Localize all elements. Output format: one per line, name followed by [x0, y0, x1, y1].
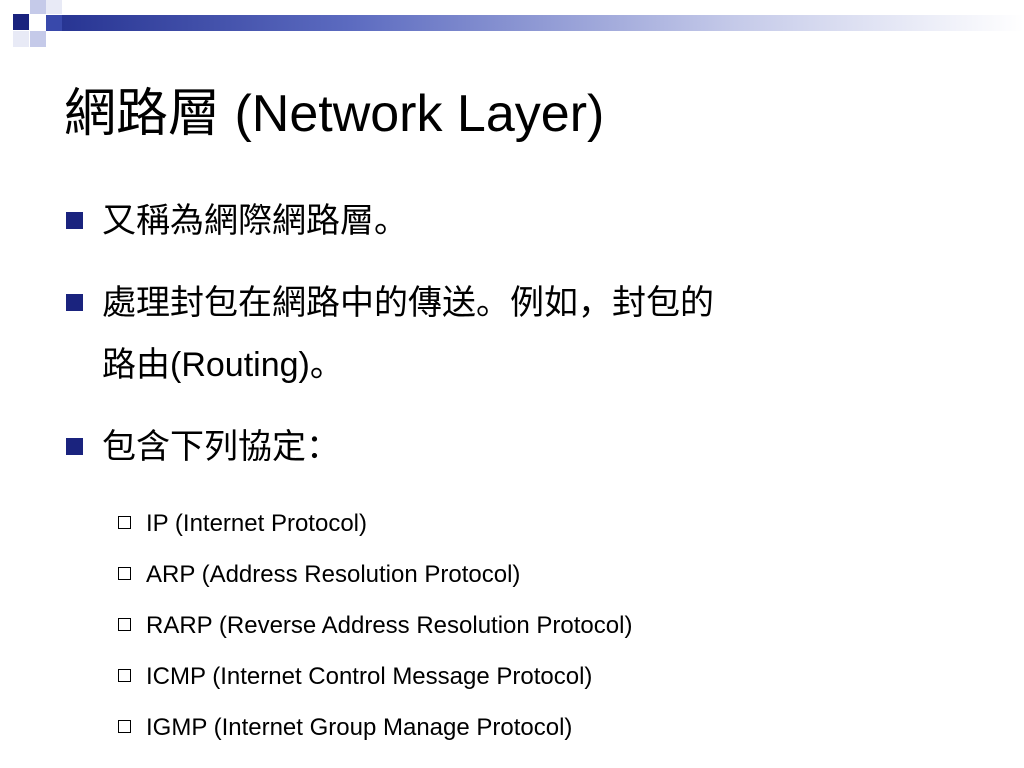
- protocol-label: RARP (Reverse Address Resolution Protoco…: [146, 612, 633, 639]
- decorative-square: [13, 14, 29, 30]
- hollow-square-bullet-icon: [118, 669, 131, 682]
- filled-square-bullet-icon: [66, 294, 83, 311]
- decorative-square: [46, 15, 62, 31]
- decorative-square: [30, 0, 46, 14]
- filled-square-bullet-icon: [66, 212, 83, 229]
- protocol-item-icmp: ICMP (Internet Control Message Protocol): [118, 651, 632, 702]
- protocol-label: IGMP (Internet Group Manage Protocol): [146, 714, 573, 741]
- header-decoration: [0, 0, 1024, 48]
- slide-title: 網路層 (Network Layer): [64, 78, 604, 150]
- bullet-item: 又稱為網際網路層。: [64, 190, 964, 252]
- protocol-label: ARP (Address Resolution Protocol): [146, 561, 521, 588]
- header-gradient-bar: [62, 15, 1024, 31]
- decorative-square: [13, 31, 29, 47]
- bullet-text-routing-latin: (Routing): [170, 346, 310, 384]
- hollow-square-bullet-icon: [118, 567, 131, 580]
- protocol-item-arp: ARP (Address Resolution Protocol): [118, 549, 632, 600]
- protocol-item-ip: IP (Internet Protocol): [118, 498, 632, 549]
- bullet-text: 包含下列協定：: [102, 427, 340, 467]
- hollow-square-bullet-icon: [118, 516, 131, 529]
- slide-title-latin: (Network Layer): [220, 85, 605, 143]
- bullet-text-period: 。: [309, 345, 344, 385]
- bullet-item: 包含下列協定：: [64, 416, 964, 478]
- protocol-list: IP (Internet Protocol) ARP (Address Reso…: [118, 498, 632, 753]
- bullet-list: 又稱為網際網路層。 處理封包在網路中的傳送。例如，封包的 路由(Routing)…: [64, 190, 964, 498]
- bullet-text: 處理封包在網路中的傳送。例如，封包的: [102, 283, 714, 323]
- hollow-square-bullet-icon: [118, 618, 131, 631]
- bullet-text: 又稱為網際網路層。: [102, 201, 408, 241]
- decorative-square: [30, 31, 46, 47]
- protocol-label: IP (Internet Protocol): [146, 510, 367, 537]
- protocol-item-igmp: IGMP (Internet Group Manage Protocol): [118, 702, 632, 753]
- decorative-square: [46, 0, 62, 14]
- hollow-square-bullet-icon: [118, 720, 131, 733]
- slide-title-cjk: 網路層: [64, 84, 221, 144]
- filled-square-bullet-icon: [66, 438, 83, 455]
- protocol-label: ICMP (Internet Control Message Protocol): [146, 663, 593, 690]
- bullet-item: 處理封包在網路中的傳送。例如，封包的 路由(Routing)。: [64, 272, 964, 396]
- protocol-item-rarp: RARP (Reverse Address Resolution Protoco…: [118, 600, 632, 651]
- bullet-text-routing-cjk: 路由: [102, 345, 170, 385]
